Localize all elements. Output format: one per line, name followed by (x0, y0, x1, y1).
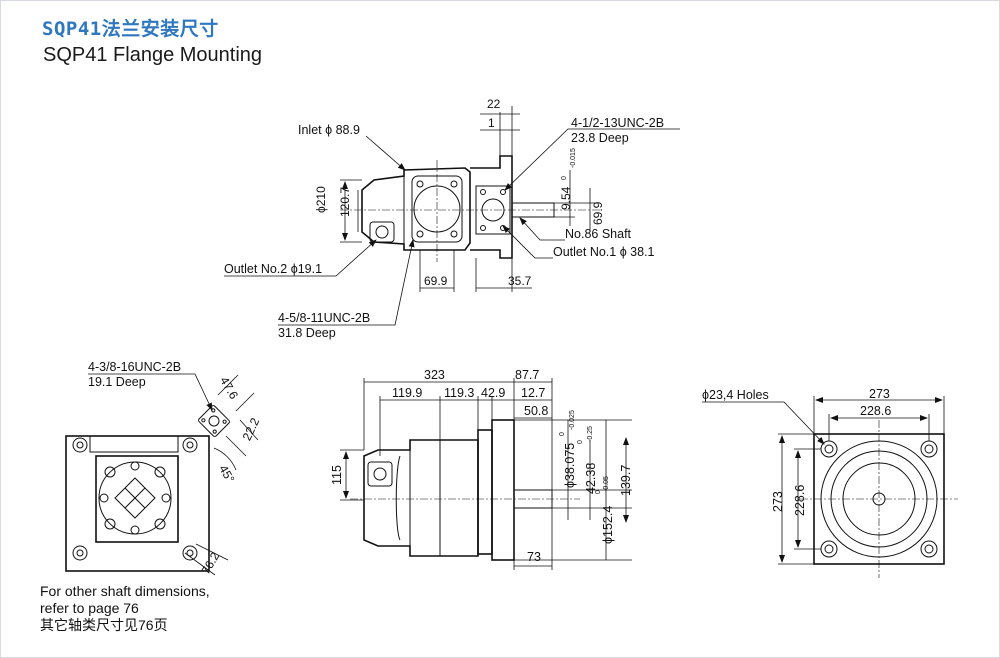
pump-body-outline (361, 167, 471, 251)
label-thread-1-2-depth: 23.8 Deep (571, 131, 629, 145)
tol-42-lower: -0.25 (587, 426, 594, 442)
end-view-inner-square (95, 455, 179, 543)
note-line-3: 其它轴类尺寸见76页 (40, 617, 168, 633)
inlet-bolt-hole (450, 230, 458, 238)
tol-42-upper: 0 (577, 440, 584, 444)
outlet1-bolt-hole (480, 225, 486, 231)
detail-flange (198, 405, 230, 437)
side-view: 323 87.7 119.9 119.3 42.9 12.7 50.8 115 … (330, 368, 633, 570)
front-view: 273 228.6 273 228.6 ϕ23,4 Holes (702, 387, 958, 578)
dim-42-9: 42.9 (481, 386, 505, 400)
label-inlet: Inlet ϕ 88.9 (298, 123, 360, 137)
note-line-1: For other shaft dimensions, (40, 583, 210, 599)
dim-139-7: 139.7 (619, 465, 633, 496)
dim-115: 115 (330, 465, 344, 485)
inlet-bolt-hole (450, 180, 458, 188)
left-view: 47.6 22.2 45° 76.2 4-3/8-16UNC-2B 19.1 D… (65, 360, 263, 577)
dim-273-side: 273 (771, 491, 785, 512)
dim-42-38: 42.38 (584, 463, 598, 494)
dim-323: 323 (424, 368, 445, 382)
dim-35-7: 35.7 (508, 274, 532, 288)
label-outlet-2: Outlet No.2 ϕ19.1 (224, 262, 322, 276)
side-outlet-flange (367, 461, 393, 487)
end-view-top-boss (89, 435, 179, 453)
tol-152-lower: -0.05 (603, 476, 610, 492)
inlet-bolt-hole (416, 180, 424, 188)
dim-12-7: 12.7 (521, 386, 545, 400)
dim-50-8: 50.8 (524, 404, 548, 418)
label-thread-5-8: 4-5/8-11UNC-2B (278, 311, 370, 325)
tol-9-54-lower: -0.015 (570, 148, 577, 168)
dim-22-2: 22.2 (240, 415, 263, 442)
dim-87-7: 87.7 (515, 368, 539, 382)
dim-9-54: 9.54 (559, 186, 573, 210)
dim-73: 73 (527, 550, 541, 564)
note-line-2: refer to page 76 (40, 600, 139, 616)
inlet-bolt-hole (416, 230, 424, 238)
dim-38-075: ϕ38.075 (563, 443, 577, 488)
outlet2-port (375, 225, 389, 239)
side-cover (477, 429, 493, 555)
dim-69-9-a: 69.9 (424, 274, 448, 288)
title-english: SQP41 Flange Mounting (43, 44, 263, 66)
dim-76-2: 76.2 (199, 549, 223, 577)
dim-120-7: 120.7 (338, 187, 352, 217)
label-outlet-1: Outlet No.1 ϕ 38.1 (553, 245, 655, 259)
title-chinese: SQP41法兰安装尺寸 (42, 18, 219, 40)
top-view: ϕ210 120.7 69.9 35.7 22 1 9.54 0 -0.015 … (224, 97, 680, 340)
outlet2-flange (369, 221, 395, 243)
side-body (363, 439, 479, 557)
label-thread-3-8-depth: 19.1 Deep (88, 375, 146, 389)
dim-69-9-b: 69.9 (591, 201, 605, 225)
label-holes: ϕ23,4 Holes (702, 388, 769, 402)
dim-1: 1 (488, 116, 495, 130)
label-thread-1-2: 4-1/2-13UNC-2B (571, 116, 664, 130)
dim-228-6-top: 228.6 (860, 404, 891, 418)
label-thread-3-8: 4-3/8-16UNC-2B (88, 360, 181, 374)
dim-210: ϕ210 (314, 186, 328, 213)
dim-273-top: 273 (869, 387, 890, 401)
label-shaft: No.86 Shaft (565, 227, 632, 241)
outlet1-bolt-hole (500, 189, 506, 195)
label-thread-5-8-depth: 31.8 Deep (278, 326, 336, 340)
side-mount-flange (491, 419, 515, 561)
tol-38-lower: -0.025 (569, 410, 576, 430)
tol-152-upper: 0 (595, 490, 602, 494)
dim-22: 22 (487, 97, 501, 111)
tol-9-54-upper: 0 (561, 176, 568, 180)
end-view-diamond (114, 477, 156, 519)
dim-228-6-side: 228.6 (793, 485, 807, 516)
dim-119-3: 119.3 (444, 386, 474, 400)
tol-38-upper: 0 (559, 432, 566, 436)
outlet1-bolt-hole (480, 189, 486, 195)
dim-47-6: 47.6 (217, 374, 241, 402)
dim-119-9: 119.9 (392, 386, 422, 400)
dim-152-4: ϕ152.4 (601, 506, 615, 544)
